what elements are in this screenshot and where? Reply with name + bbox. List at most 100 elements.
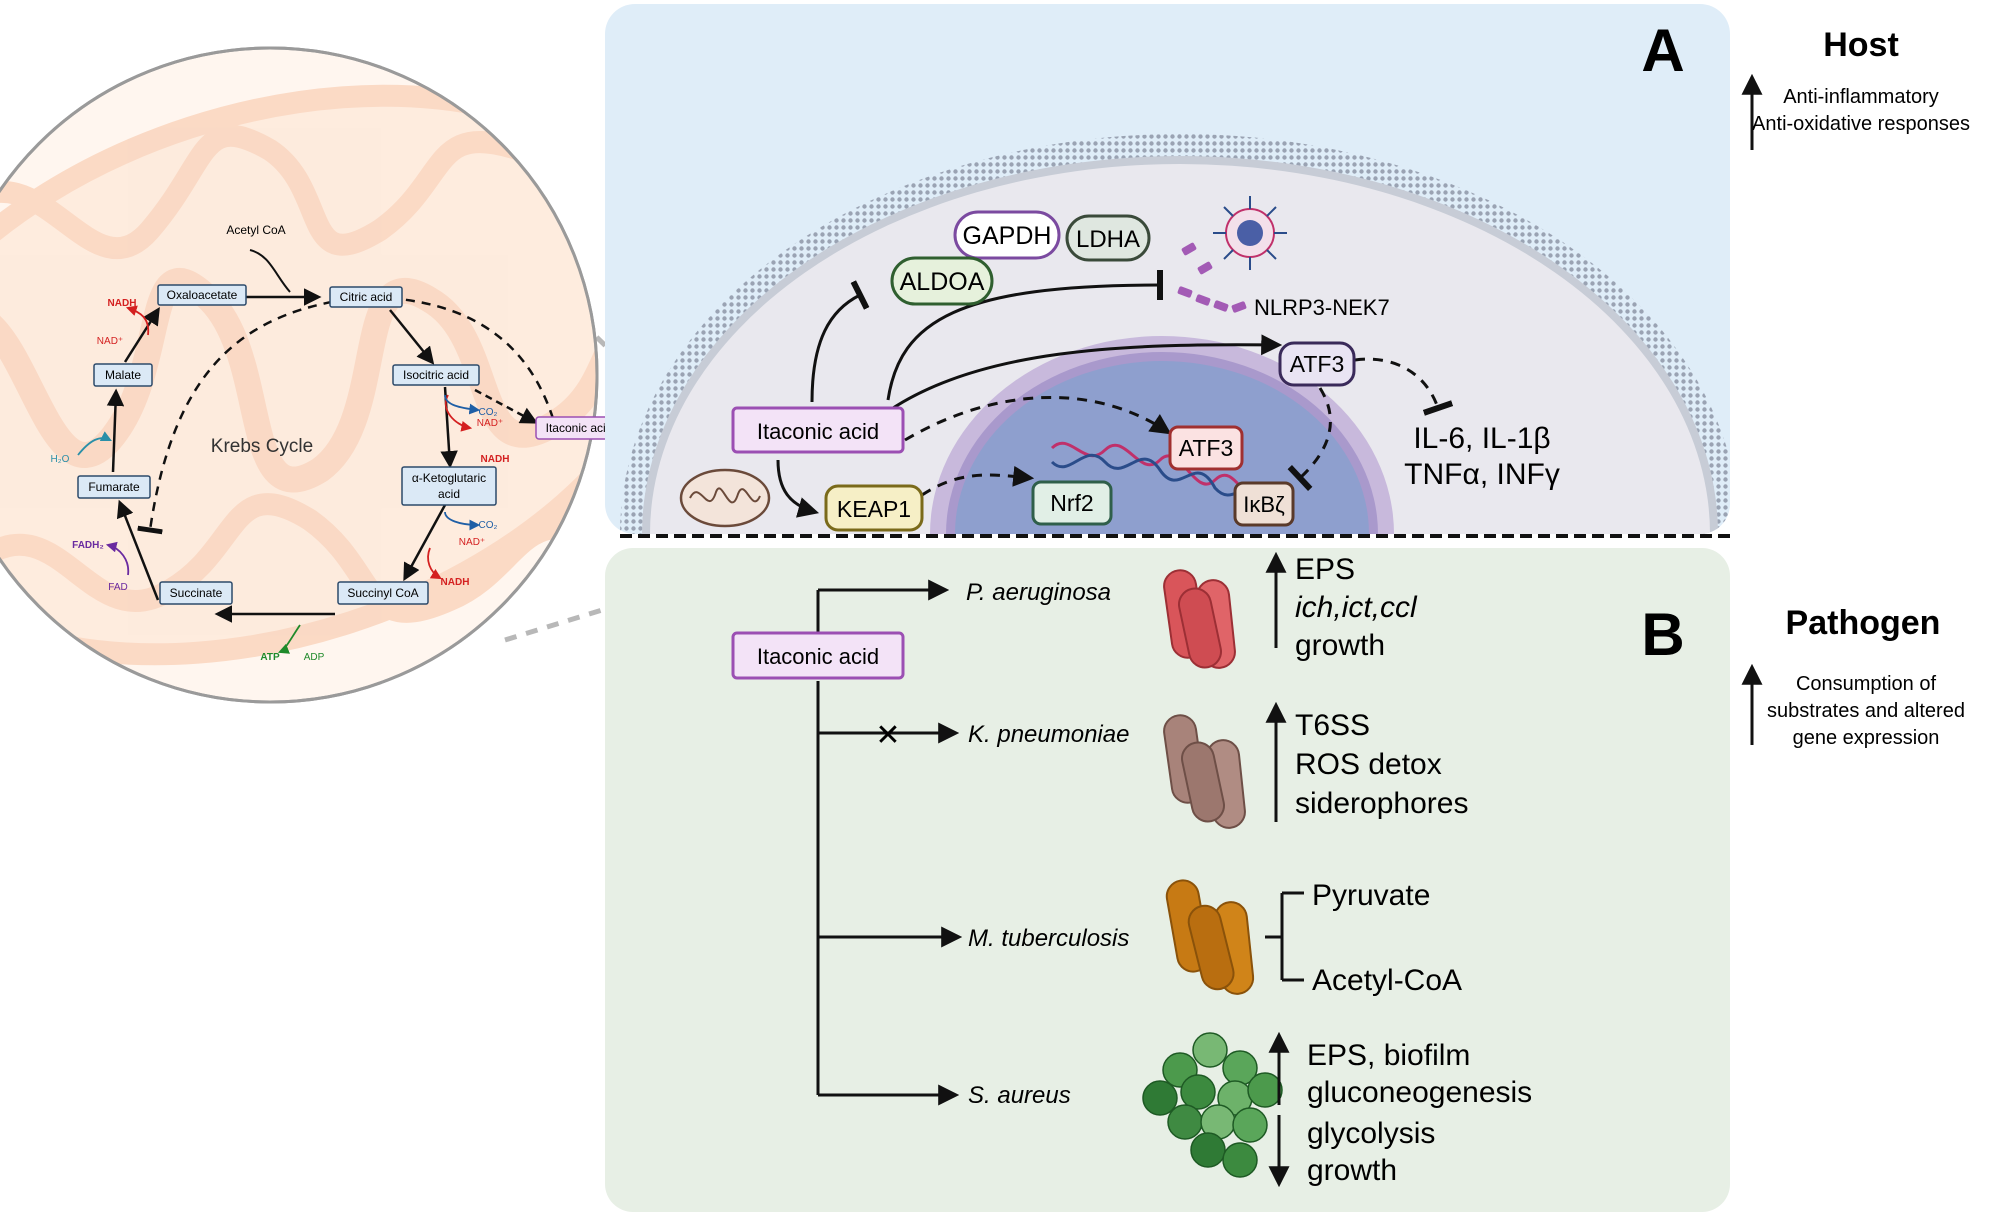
nad-label-2: NAD⁺ <box>477 418 503 429</box>
itaconic-acid-host-node: Itaconic acid <box>731 406 905 454</box>
succinate-label: Succinate <box>170 586 223 600</box>
cytokines-line-1: IL-6, IL-1β <box>1413 422 1550 455</box>
nrf2-label: Nrf2 <box>1050 490 1093 516</box>
atf3-nucleus-label: ATF3 <box>1179 435 1234 461</box>
itaconic-acid-pathogen-node: Itaconic acid <box>731 631 905 680</box>
nad-label-3: NAD⁺ <box>459 537 485 548</box>
pathogen-line-3: gene expression <box>1793 727 1940 749</box>
akg-label-2: acid <box>438 487 460 501</box>
pathogen-title: Pathogen <box>1786 604 1941 642</box>
atf3-cytoplasm-node: ATF3 <box>1278 341 1356 387</box>
pathogen-name: K. pneumoniae <box>968 721 1129 748</box>
node-itaconic-acid-krebs: Itaconic acid <box>535 416 623 440</box>
arrow-fumarate-to-malate <box>106 388 125 473</box>
node-oxaloacetate: Oxaloacetate <box>157 284 247 306</box>
fadh2-label: FADH₂ <box>72 540 104 551</box>
effect-label: ROS detox <box>1295 748 1442 781</box>
atp-arrow <box>277 624 301 654</box>
node-fumarate: Fumarate <box>77 475 151 499</box>
succinyl-coa-label: Succinyl CoA <box>347 586 418 600</box>
panel-b-pathogen: B ✕ Itaconic acid P. aeruginosa K. pneum… <box>605 548 1730 1212</box>
oxaloacetate-label: Oxaloacetate <box>167 288 238 302</box>
itaconic-to-atf3-nuclear <box>904 395 1172 442</box>
adp-label: ADP <box>304 652 325 663</box>
pathogen-side-annotation: Pathogen Consumption of substrates and a… <box>1741 604 1965 749</box>
aldoa-label: ALDOA <box>900 268 985 296</box>
pathogen-line-1: Consumption of <box>1796 673 1937 695</box>
panel-b-letter: B <box>1641 601 1684 668</box>
host-side-annotation: Host Anti-inflammatory Anti-oxidative re… <box>1741 26 1970 150</box>
nlrp3-nek7-label: NLRP3-NEK7 <box>1254 295 1390 320</box>
effect-label: siderophores <box>1295 787 1468 820</box>
arrow-malate-to-oaa <box>123 307 160 363</box>
atf3-inhibits-cytokines <box>1354 357 1454 416</box>
itaconic-acid-host-label: Itaconic acid <box>757 419 879 444</box>
nadh-label-1: NADH <box>108 298 137 309</box>
nadh-arrow-3 <box>427 547 442 580</box>
effect-label: T6SS <box>1295 709 1370 742</box>
s-aureus-icon <box>1142 1032 1283 1178</box>
citric-acid-label: Citric acid <box>340 290 393 304</box>
ldha-label: LDHA <box>1076 226 1140 253</box>
node-malate: Malate <box>93 363 153 387</box>
block-x-mark: ✕ <box>875 719 900 752</box>
pathogen-name: S. aureus <box>968 1082 1071 1109</box>
mitochondrion-background <box>0 84 597 666</box>
atf3-cytoplasm-label: ATF3 <box>1290 351 1345 377</box>
ikbz-label: IκBζ <box>1243 492 1285 517</box>
effect-label: glycolysis <box>1307 1117 1435 1150</box>
co2-arrow-2 <box>444 511 481 531</box>
gapdh-label: GAPDH <box>963 222 1052 250</box>
nadh-label-2: NADH <box>481 454 510 465</box>
nadh-label-3: NADH <box>441 577 470 588</box>
m-tuberculosis-bracket <box>1265 891 1304 982</box>
nad-label-1: NAD⁺ <box>97 336 123 347</box>
host-title: Host <box>1823 26 1899 64</box>
itaconic-acid-krebs-label: Itaconic acid <box>546 421 613 435</box>
itaconic-to-keap1 <box>776 459 820 518</box>
ldha-node: LDHA <box>1065 214 1151 262</box>
effect-label: gluconeogenesis <box>1307 1076 1532 1109</box>
effect-label: growth <box>1295 629 1385 662</box>
pathogen-name: P. aeruginosa <box>966 579 1111 606</box>
keap1-to-nrf2 <box>921 465 1035 497</box>
dna-helix-icon <box>1050 441 1264 506</box>
mitochondrion-icon <box>679 468 771 528</box>
akg-label-1: α-Ketoglutaric <box>412 471 486 485</box>
node-citric-acid: Citric acid <box>329 286 403 308</box>
atp-label: ATP <box>260 652 280 663</box>
acetylcoa-join <box>249 249 291 293</box>
node-succinate: Succinate <box>159 581 233 605</box>
arrow-succinate-to-fumarate <box>116 499 160 601</box>
effect-label: EPS, biofilm <box>1307 1039 1470 1072</box>
krebs-cycle-panel: Acetyl CoA Citric acid Oxaloacetate Isoc… <box>0 46 623 704</box>
panel-a-letter: A <box>1641 17 1684 84</box>
host-line-2: Anti-oxidative responses <box>1752 113 1970 135</box>
atf3-nucleus-node: ATF3 <box>1168 425 1244 471</box>
gapdh-node: GAPDH <box>953 210 1061 260</box>
arrow-akg-to-succinylcoa <box>403 504 447 582</box>
keap1-label: KEAP1 <box>837 496 911 522</box>
itaconic-to-atf3 <box>889 334 1283 412</box>
arrow-citrate-to-isocitrate <box>389 309 435 365</box>
aldoa-node: ALDOA <box>890 256 994 306</box>
krebs-cycle-title: Krebs Cycle <box>211 436 313 457</box>
fadh2-arrow <box>105 541 130 576</box>
co2-label-1: CO₂ <box>479 407 498 418</box>
co2-label-2: CO₂ <box>479 520 498 531</box>
effect-label: growth <box>1307 1154 1397 1187</box>
keap1-node: KEAP1 <box>824 484 924 532</box>
cytokines-line-2: TNFα, INFγ <box>1404 458 1560 491</box>
node-succinyl-coa: Succinyl CoA <box>337 581 429 605</box>
itaconic-inhibits-aldoa <box>810 280 870 403</box>
h2o-arrow <box>77 431 112 456</box>
effect-label: EPS <box>1295 553 1355 586</box>
nadh-arrow-1 <box>125 305 150 336</box>
ikbz-node: IκBζ <box>1233 481 1295 527</box>
pathogen-name: M. tuberculosis <box>968 925 1129 952</box>
effect-label: ich,ict,ccl <box>1295 591 1418 624</box>
isocitric-acid-label: Isocitric acid <box>403 368 469 382</box>
panel-a-host: A <box>605 4 1730 534</box>
nlrp3-nek7-complex-icon <box>1177 196 1287 313</box>
